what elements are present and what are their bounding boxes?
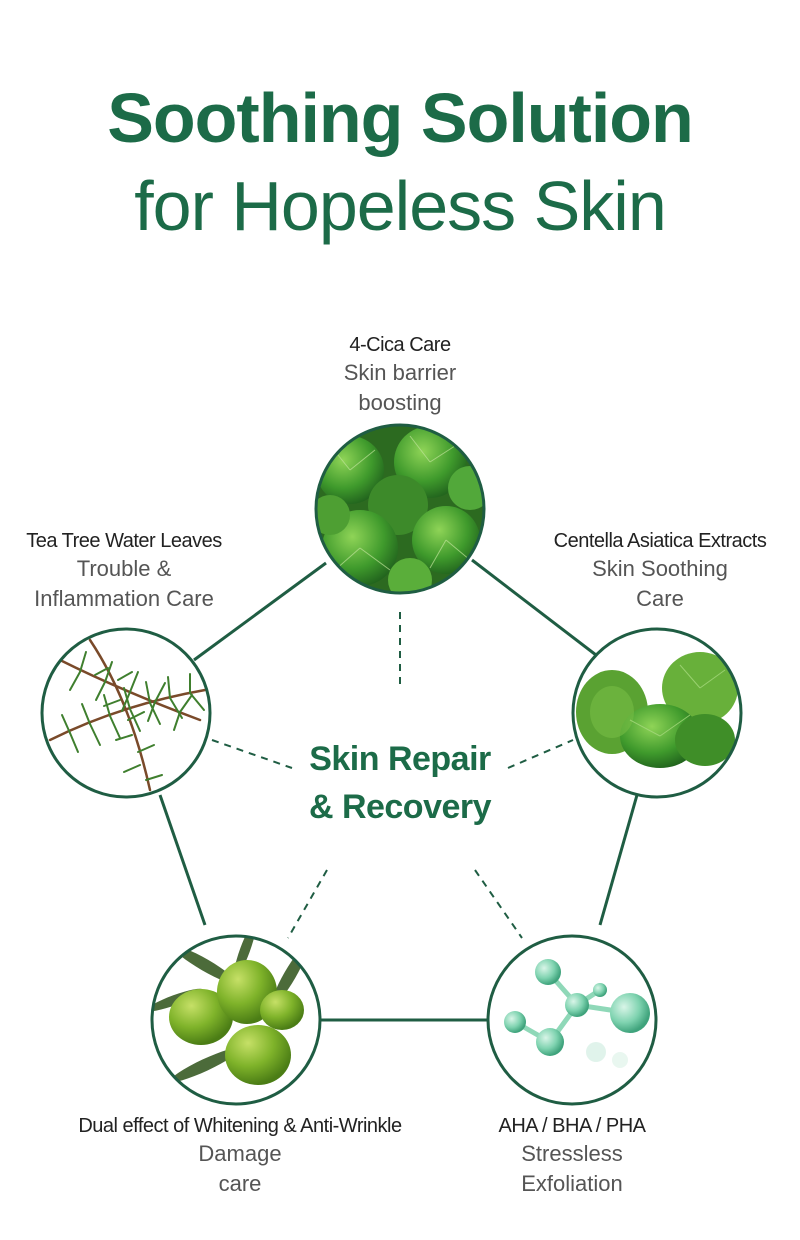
center-label: Skin Repair & Recovery [200, 735, 600, 831]
spoke-right [507, 739, 574, 769]
node-image-olives [150, 934, 322, 1106]
node-image-cica [314, 423, 486, 595]
center-label-line-2: & Recovery [308, 788, 492, 826]
node-label-tea-tree: Tea Tree Water Leaves Trouble & Inflamma… [0, 528, 324, 614]
node-name: AHA / BHA / PHA [498, 1115, 646, 1137]
node-desc-line-1: Trouble & [76, 556, 172, 581]
node-image-tea-tree [40, 627, 212, 799]
spoke-left [211, 739, 293, 769]
node-image-centella [571, 627, 743, 799]
node-desc-line-2: care [218, 1171, 262, 1196]
node-name: Dual effect of Whitening & Anti-Wrinkle [78, 1115, 402, 1137]
node-label-cica: 4-Cica Care Skin barrier boosting [200, 332, 600, 418]
title-line-2: for Hopeless Skin [134, 167, 667, 245]
node-desc-line-1: Stressless [521, 1141, 623, 1166]
node-name: Tea Tree Water Leaves [26, 530, 222, 552]
node-desc-line-1: Skin Soothing [592, 556, 728, 581]
center-label-line-1: Skin Repair [309, 740, 491, 778]
node-image-molecule [486, 934, 658, 1106]
edge-right-bottomright [598, 794, 639, 926]
node-name: Centella Asiatica Extracts [553, 530, 767, 552]
node-name: 4-Cica Care [349, 334, 451, 356]
node-desc-line-2: Exfoliation [521, 1171, 623, 1196]
node-desc-line-1: Skin barrier [343, 360, 457, 385]
edge-top-right [471, 558, 597, 657]
edge-bottomleft-left [158, 794, 207, 926]
pentagon-edges [158, 558, 639, 1022]
title-line-1: Soothing Solution [107, 79, 694, 157]
spoke-bottomleft [287, 869, 328, 939]
node-desc-line-2: Inflammation Care [34, 586, 214, 611]
node-label-centella: Centella Asiatica Extracts Skin Soothing… [460, 528, 800, 614]
node-label-aha-bha-pha: AHA / BHA / PHA Stressless Exfoliation [372, 1113, 772, 1199]
dashed-spokes [211, 612, 574, 939]
spoke-bottomright [474, 869, 523, 939]
node-label-olives: Dual effect of Whitening & Anti-Wrinkle … [40, 1113, 440, 1199]
node-desc-line-1: Damage [198, 1141, 282, 1166]
edge-left-top [193, 561, 327, 662]
node-desc-line-2: boosting [358, 390, 442, 415]
node-desc-line-2: Care [636, 586, 684, 611]
